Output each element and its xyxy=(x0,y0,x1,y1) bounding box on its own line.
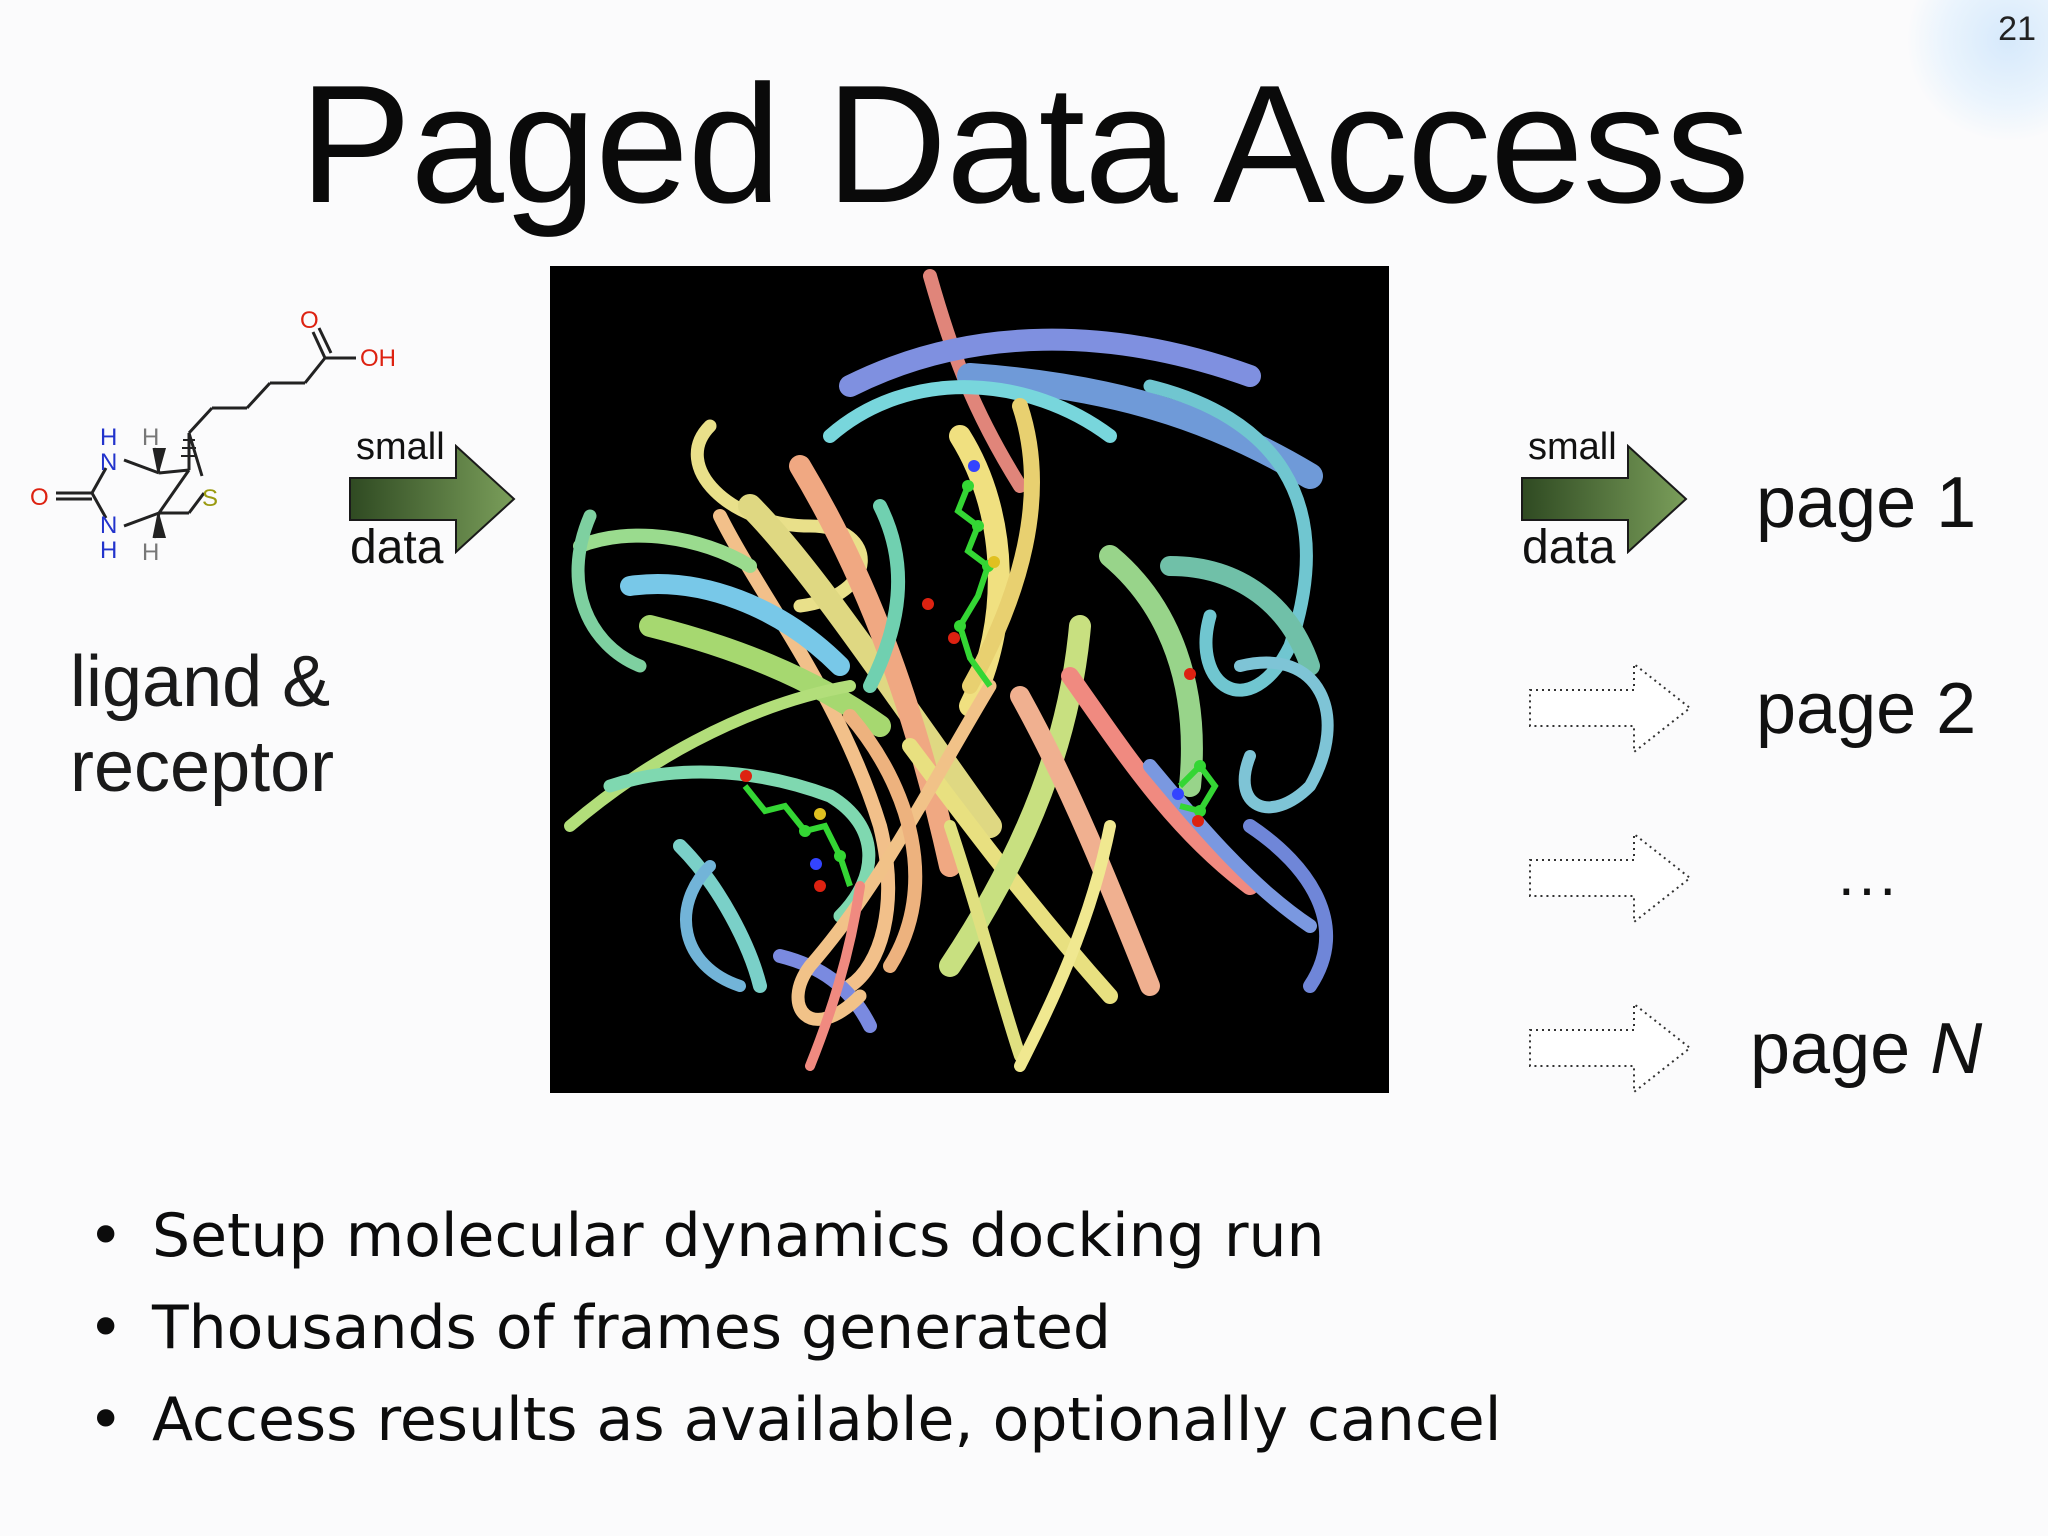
bullet-text: Access results as available, optionally … xyxy=(152,1385,1502,1455)
ligand-receptor-label: ligand & receptor xyxy=(70,640,334,810)
page-ellipsis: ... xyxy=(1838,841,1901,908)
atom-nitrogen-label: N xyxy=(100,512,117,539)
dotted-arrow xyxy=(1529,831,1692,925)
bullet-item: • Setup molecular dynamics docking run xyxy=(88,1190,1501,1282)
bullet-text: Thousands of frames generated xyxy=(152,1293,1111,1363)
ligand-structure-diagram: O OH O N H N H H H S xyxy=(30,307,396,566)
page-label: page 2 xyxy=(1756,669,1977,749)
page-label-variable: N xyxy=(1930,1009,1983,1089)
atom-hydrogen-label: H xyxy=(100,537,117,564)
slide-number: 21 xyxy=(1998,10,2036,48)
atom-nitrogen-label: N xyxy=(100,449,117,476)
dotted-arrow xyxy=(1529,1001,1692,1095)
atom-hydroxyl-label: OH xyxy=(360,345,396,372)
atom-oxygen-label: O xyxy=(300,307,319,334)
atom-sulfur-label: S xyxy=(202,485,218,512)
ligand-label-line: ligand & xyxy=(70,642,331,722)
atom-hydrogen-label: H xyxy=(142,424,159,451)
receptor-label-line: receptor xyxy=(70,726,335,807)
atom-hydrogen-label: H xyxy=(100,424,117,451)
page-label: page 1 xyxy=(1756,463,1977,543)
bullet-item: • Thousands of frames generated xyxy=(88,1282,1501,1374)
slide-title: Paged Data Access xyxy=(299,50,1749,238)
bullet-text: Setup molecular dynamics docking run xyxy=(152,1201,1325,1271)
small-data-arrow-right xyxy=(1521,444,1688,554)
arrow-top-label: small xyxy=(1528,426,1617,468)
arrow-top-label: small xyxy=(356,426,445,468)
atom-hydrogen-label: H xyxy=(142,539,159,566)
atom-oxygen-label: O xyxy=(30,484,49,511)
bullet-item: • Access results as available, optionally… xyxy=(88,1374,1501,1466)
bullet-dot: • xyxy=(88,1201,124,1271)
arrow-bottom-label: data xyxy=(350,521,444,574)
small-data-arrow-left xyxy=(349,444,516,554)
protein-structure-image xyxy=(550,266,1389,1093)
bullet-list: • Setup molecular dynamics docking run • T… xyxy=(88,1190,1501,1466)
dotted-arrow xyxy=(1529,661,1692,755)
arrow-bottom-label: data xyxy=(1522,521,1616,574)
bullet-dot: • xyxy=(88,1385,124,1455)
page-label-n: page N xyxy=(1750,1008,1982,1090)
bullet-dot: • xyxy=(88,1293,124,1363)
page-label-prefix: page xyxy=(1750,1009,1931,1089)
